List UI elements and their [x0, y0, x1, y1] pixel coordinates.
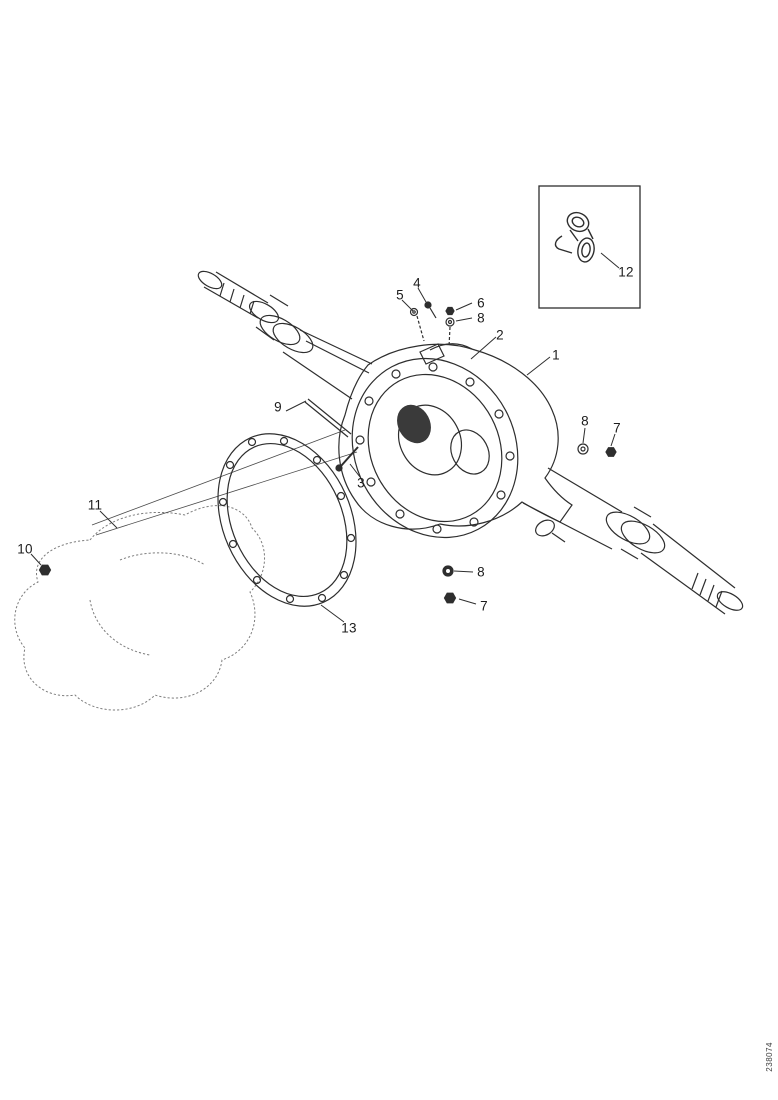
clip-part-drawing	[554, 211, 595, 263]
inset-box	[538, 185, 641, 309]
cover-outline-drawing	[14, 505, 265, 711]
fastener-parts-drawing	[38, 301, 617, 604]
drawing-code: 238074	[765, 1042, 774, 1072]
axle-housing-body-drawing	[197, 270, 744, 615]
projection-lines	[91, 429, 358, 536]
leader-lines	[30, 252, 620, 623]
gasket-drawing	[217, 433, 357, 607]
